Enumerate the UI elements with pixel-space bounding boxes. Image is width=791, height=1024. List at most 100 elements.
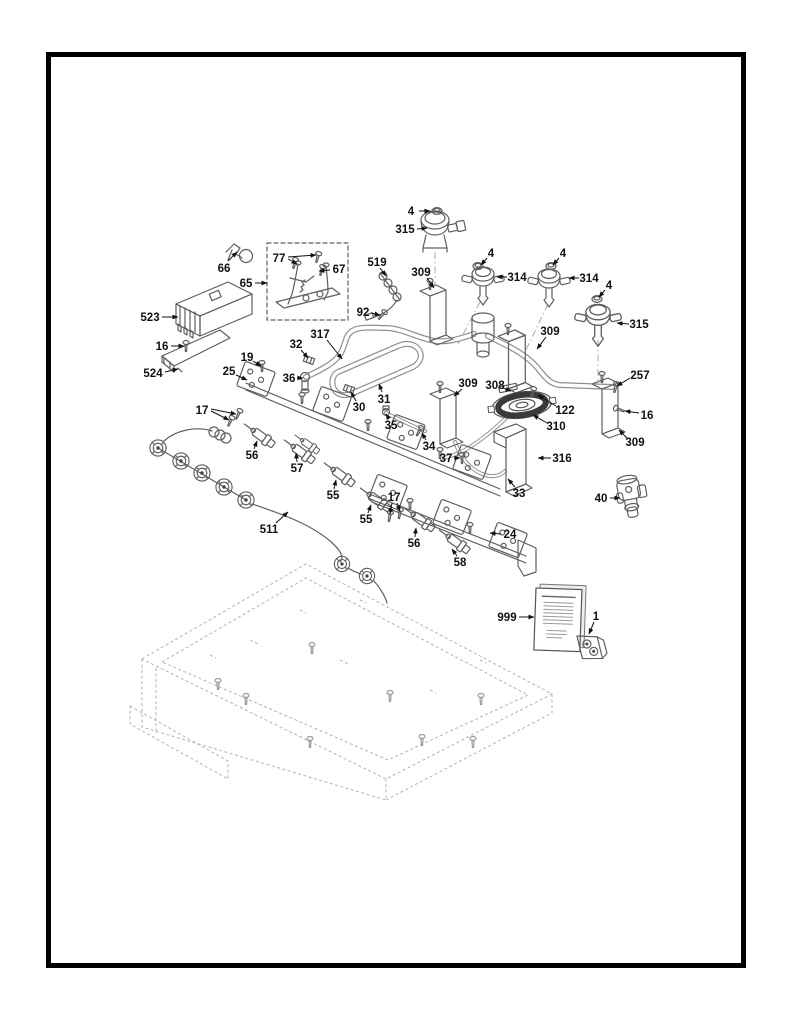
- leader-line: [588, 621, 595, 635]
- ignitor-harness-511: [149, 426, 388, 604]
- burner-valve-315-top: [420, 210, 467, 253]
- burner-valve-315-right: [573, 303, 623, 347]
- leader-line: [480, 257, 488, 266]
- part-label-308: 308: [485, 380, 505, 392]
- part-label-57: 57: [291, 463, 304, 475]
- leader-line: [552, 257, 560, 266]
- burner-ring-310: [487, 390, 557, 420]
- part-label-17: 17: [196, 405, 209, 417]
- part-label-30: 30: [353, 402, 366, 414]
- manifold-tube-right: [485, 333, 615, 390]
- part-label-16: 16: [641, 410, 654, 422]
- part-label-36: 36: [283, 373, 296, 385]
- part-label-315: 315: [395, 224, 415, 236]
- part-label-316: 316: [552, 453, 571, 465]
- manifold-bracket-309-top: [419, 277, 454, 346]
- part-label-309: 309: [540, 326, 559, 338]
- part-label-257: 257: [630, 370, 649, 382]
- support-bracket-316: [493, 423, 533, 497]
- part-label-523: 523: [140, 312, 159, 324]
- part-label-35: 35: [385, 420, 398, 432]
- leader-line: [616, 321, 630, 326]
- part-label-31: 31: [378, 394, 391, 406]
- part-label-524: 524: [143, 368, 163, 380]
- part-label-56: 56: [408, 538, 421, 550]
- leader-line: [502, 386, 512, 392]
- part-label-317: 317: [310, 329, 329, 341]
- part-label-519: 519: [367, 257, 386, 269]
- part-label-55: 55: [327, 490, 340, 502]
- part-label-310: 310: [546, 421, 565, 433]
- leader-line: [413, 527, 418, 538]
- leader-line: [275, 511, 289, 524]
- manifold-elbow-boss: [471, 312, 495, 358]
- part-label-32: 32: [290, 339, 303, 351]
- leader-line: [616, 377, 631, 387]
- part-label-315: 315: [629, 319, 649, 331]
- pressure-regulator-40: [615, 474, 648, 519]
- part-label-17: 17: [388, 492, 401, 504]
- part-label-40: 40: [595, 493, 608, 505]
- part-label-309: 309: [458, 378, 477, 390]
- part-label-4: 4: [606, 280, 613, 292]
- leader-line: [624, 409, 640, 415]
- leader-line: [507, 478, 516, 488]
- leader-line: [421, 432, 427, 441]
- leader-line: [366, 504, 372, 514]
- part-label-309: 309: [411, 267, 430, 279]
- leader-line: [426, 277, 435, 289]
- leader-line: [227, 251, 238, 262]
- leader-line: [395, 502, 401, 512]
- part-label-67: 67: [333, 264, 346, 276]
- leader-line: [318, 268, 331, 273]
- leader-line: [210, 410, 230, 421]
- part-label-19: 19: [241, 352, 254, 364]
- leader-line: [385, 413, 391, 420]
- part-label-92: 92: [357, 307, 370, 319]
- part-label-25: 25: [223, 366, 236, 378]
- leader-line: [294, 452, 299, 463]
- manifold-bracket-309-right: [591, 370, 626, 439]
- latch-assembly-65: [275, 260, 341, 309]
- part-label-1: 1: [593, 611, 600, 623]
- part-label-65: 65: [240, 278, 253, 290]
- leader-line: [370, 311, 381, 317]
- leader-line: [618, 429, 628, 439]
- part-label-24: 24: [504, 529, 517, 541]
- leader-line: [388, 502, 394, 515]
- leader-line: [453, 388, 463, 397]
- leader-line: [210, 408, 237, 416]
- leader-line: [287, 252, 317, 258]
- part-label-55: 55: [360, 514, 373, 526]
- burner-valve-314-right: [526, 268, 572, 308]
- part-label-999: 999: [497, 612, 516, 624]
- part-label-58: 58: [454, 557, 467, 569]
- hinge-part-66: [225, 243, 254, 264]
- cooktop-chassis-outline: [129, 563, 554, 801]
- part-label-56: 56: [246, 450, 259, 462]
- terminal-block-1: [576, 635, 608, 660]
- part-label-33: 33: [513, 488, 526, 500]
- leader-line: [300, 349, 309, 359]
- part-label-511: 511: [260, 524, 279, 536]
- burner-rail-25: [235, 360, 501, 497]
- spark-module-523: [175, 281, 253, 339]
- leader-line: [416, 226, 428, 231]
- leader-line: [326, 339, 343, 360]
- fitting-30: [342, 383, 356, 395]
- manifold-tube-317: [303, 324, 477, 380]
- stud-16: [612, 404, 626, 415]
- leader-line: [287, 258, 298, 265]
- leader-line: [332, 479, 338, 490]
- fitting-32: [302, 354, 316, 366]
- manifold-bracket-309-low: [429, 380, 464, 449]
- leader-line: [537, 394, 557, 407]
- leader-line: [536, 336, 547, 350]
- part-label-309: 309: [625, 437, 644, 449]
- leader-line: [451, 548, 458, 557]
- leader-line: [235, 374, 248, 381]
- leader-line: [164, 367, 179, 373]
